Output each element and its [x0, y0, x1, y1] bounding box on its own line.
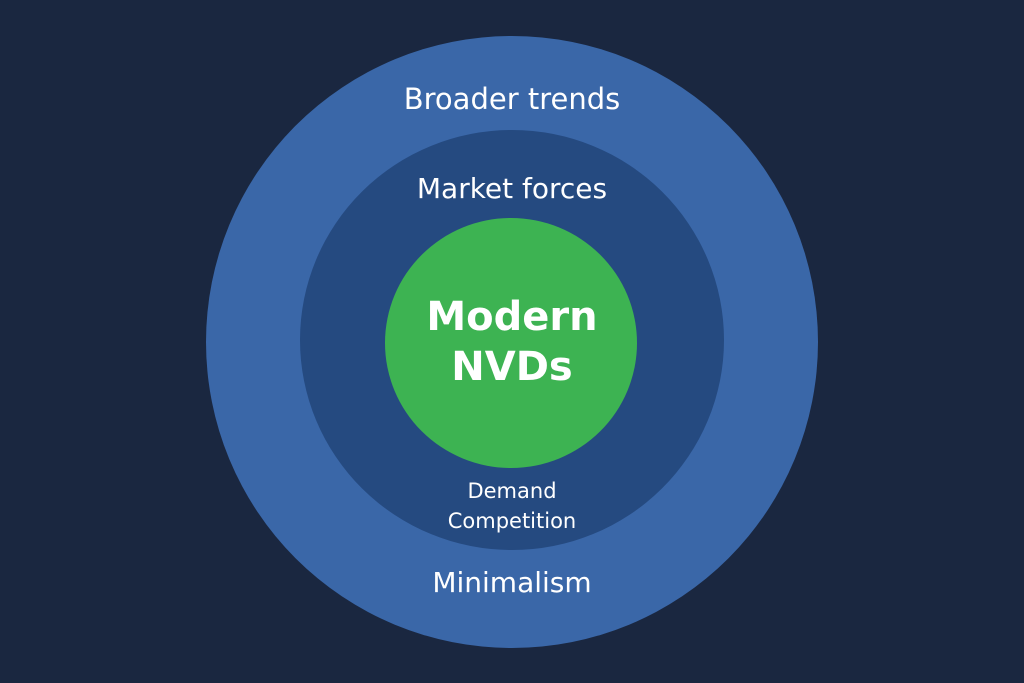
core-label-line1: Modern	[426, 294, 598, 340]
outer-layer-label: Broader trends	[403, 82, 621, 116]
middle-layer-label: Market forces	[416, 172, 608, 205]
middle-layer-items: Demand Competition	[0, 476, 1024, 536]
middle-item-demand: Demand	[467, 479, 557, 503]
middle-item-competition: Competition	[447, 509, 577, 533]
core-label: Modern NVDs	[0, 292, 1024, 392]
core-circle-modern-nvds	[385, 218, 637, 468]
core-label-line2: NVDs	[451, 344, 573, 390]
outer-layer-sub-label: Minimalism	[432, 566, 592, 599]
